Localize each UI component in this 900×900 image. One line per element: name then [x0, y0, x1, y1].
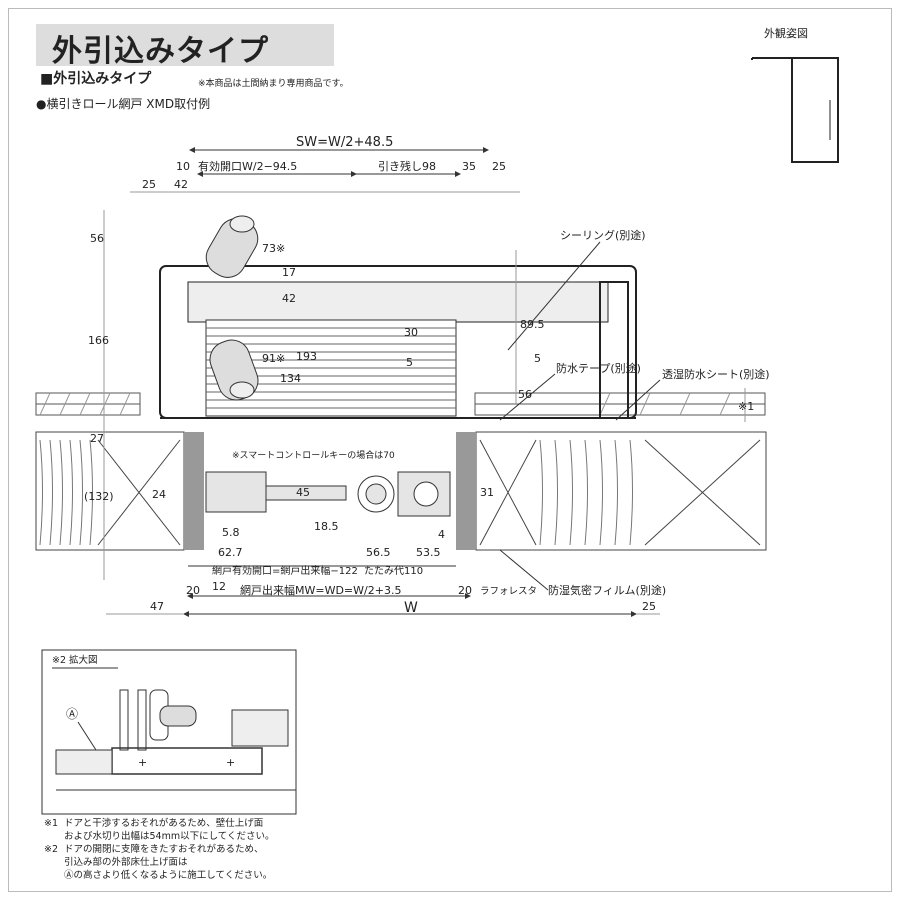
dim-remaining: 引き残し98	[378, 159, 436, 173]
leader-sealing	[507, 241, 601, 351]
dim-56-right: 56	[518, 388, 532, 401]
detail-label: ※2 拡大図	[52, 654, 98, 666]
dim-net-opening: 網戸有効開口=網戸出来幅−122	[212, 564, 358, 577]
dim-25-left: 25	[142, 178, 156, 191]
page-frame	[8, 8, 892, 892]
bottom-mechanism	[205, 471, 451, 517]
installation-example-label: ●横引きロール網戸 XMD取付例	[36, 97, 211, 111]
callout-waterproof-tape: 防水テープ(別途)	[556, 361, 641, 375]
dim-132: (132)	[84, 490, 114, 503]
dim-sw: SW=W/2+48.5	[296, 135, 393, 150]
callout-vapor-film: 防湿気密フィルム(別途)	[548, 583, 666, 597]
dim-134: 134	[280, 372, 301, 385]
dim-20-left: 20	[186, 584, 200, 597]
exterior-view-label: 外観姿図	[764, 27, 808, 40]
dim-5-8: 5.8	[222, 526, 240, 539]
detail-view: ※2 拡大図 + + Ⓐ	[41, 649, 297, 815]
dim-73: 73※	[262, 242, 285, 255]
leader-sheet	[615, 379, 661, 421]
section-subtitle: ■外引込みタイプ	[40, 71, 152, 87]
dim-25-bottom: 25	[642, 600, 656, 613]
callout-smart-key: ※スマートコントロールキーの場合は70	[232, 449, 395, 461]
product-note: ※本商品は土間納まり専用商品です。	[198, 79, 349, 89]
dim-56-5: 56.5	[366, 546, 391, 559]
dim-25-right: 25	[492, 160, 506, 173]
footnote-row: Ⓐの高さより低くなるように施工してください。	[64, 870, 273, 881]
dim-4: 4	[438, 528, 445, 541]
svg-text:+: +	[226, 756, 235, 769]
dim-net-width: 網戸出来幅MW=WD=W/2+3.5	[240, 583, 401, 597]
dim-10: 10	[176, 160, 190, 173]
dim-56-top: 56	[90, 232, 104, 245]
dim-30: 30	[404, 326, 418, 339]
footnote-row: および水切り出幅は54mm以下にしてください。	[64, 831, 275, 842]
dim-note1: ※1	[738, 400, 754, 413]
dim-24: 24	[152, 488, 166, 501]
knob-top	[205, 215, 259, 278]
dim-20-right: 20	[458, 584, 472, 597]
dim-5b: 5	[534, 352, 541, 365]
dim-12: 12	[212, 580, 226, 593]
dim-45: 45	[296, 486, 310, 499]
right-column	[456, 432, 476, 550]
dim-31: 31	[480, 486, 494, 499]
dim-42: 42	[174, 178, 188, 191]
dim-effective-opening: 有効開口W/2−94.5	[198, 159, 297, 173]
leader-film	[499, 549, 549, 591]
dim-193: 193	[296, 350, 317, 363]
dim-27: 27	[90, 432, 104, 445]
knob-bottom	[209, 339, 259, 401]
detail-marker: Ⓐ	[66, 707, 78, 721]
left-column	[184, 432, 204, 550]
dim-fold-margin: たたみ代110	[364, 565, 423, 577]
wall-insulation-right	[475, 431, 767, 551]
dim-62-7: 62.7	[218, 546, 243, 559]
dim-35: 35	[462, 160, 476, 173]
page-title: 外引込みタイプ	[52, 34, 269, 69]
dim-5a: 5	[406, 356, 413, 369]
dim-89-5: 89.5	[520, 318, 545, 331]
leader-tape	[499, 373, 556, 421]
dim-w: W	[404, 600, 418, 616]
dim-17: 17	[282, 266, 296, 279]
dim-91: 91※	[262, 352, 285, 365]
callout-breathable-sheet: 透湿防水シート(別途)	[662, 367, 770, 381]
dim-166: 166	[88, 334, 109, 347]
exterior-view-figure	[751, 57, 839, 163]
svg-text:+: +	[138, 756, 147, 769]
dim-47: 47	[150, 600, 164, 613]
dim-53-5: 53.5	[416, 546, 441, 559]
floor-slabs	[35, 392, 766, 416]
footnote-row: 引込み部の外部床仕上げ面は	[64, 857, 188, 868]
callout-sealing: シーリング(別途)	[560, 228, 646, 242]
dim-18-5: 18.5	[314, 520, 339, 533]
dim-42-mid: 42	[282, 292, 296, 305]
title-background	[36, 24, 334, 66]
callout-lath: ラフォレスタ	[480, 586, 537, 597]
